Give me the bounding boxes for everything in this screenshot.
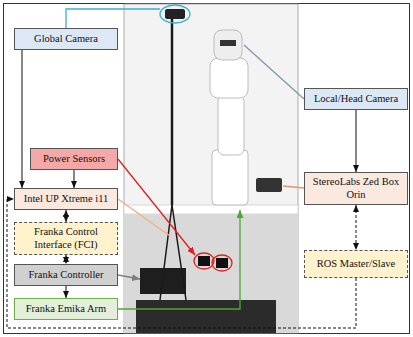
connector-arrow [66,210,67,222]
leader-line [244,45,304,99]
global-camera-device [165,9,185,19]
robot-link [218,95,244,155]
tripod-pole [171,18,174,205]
node-label: Intel UP Xtreme i11 [24,193,109,205]
robot-link [210,58,248,98]
table-top [124,205,298,214]
setup-photo [124,4,298,333]
tripod-leg [172,205,186,300]
connector-arrow [356,205,357,250]
connector-arrow [66,255,67,264]
highlight-circle [194,253,214,269]
head-camera-device [220,40,236,46]
node-label: Local/Head Camera [314,93,398,105]
process-box: Intel UP Xtreme i11 [14,188,118,210]
node-label: StereoLabs Zed Box Orin [309,176,403,200]
process-box: StereoLabs Zed Box Orin [304,172,408,205]
power-sensor-device [198,256,210,266]
node-label: Franka Emika Arm [26,303,106,315]
leader-line [118,159,195,255]
process-box: Global Camera [14,28,118,50]
node-label: ROS Master/Slave [317,258,395,270]
power-sensor-device [216,258,228,268]
node-label: Power Sensors [43,153,105,165]
process-box: Franka Emika Arm [14,298,118,320]
node-label: Franka Control Interface (FCI) [19,226,113,250]
leader-line [66,9,160,28]
leader-line [118,275,140,279]
process-box: ROS Master/Slave [304,250,408,278]
node-label: Global Camera [34,33,98,45]
connector-arrow [74,170,75,188]
photo-background [124,4,298,333]
process-box: Franka Control Interface (FCI) [14,222,118,255]
zed-box-device [256,178,282,192]
outer-frame [4,4,410,334]
process-box: Franka Controller [14,264,118,286]
process-box: Local/Head Camera [304,88,408,110]
highlight-circle [212,255,232,271]
highlight-circle [160,5,190,23]
leader-line [283,186,304,188]
connector-arrow [66,286,67,298]
connector-arrow [22,50,23,188]
leader-line [118,199,170,236]
robot-base [212,150,248,205]
table-underside [124,214,298,333]
process-box: Power Sensors [30,148,118,170]
node-label: Franka Controller [29,269,104,281]
connector-arrow [356,110,357,172]
leader-line [118,210,240,309]
robot-head [214,30,242,60]
